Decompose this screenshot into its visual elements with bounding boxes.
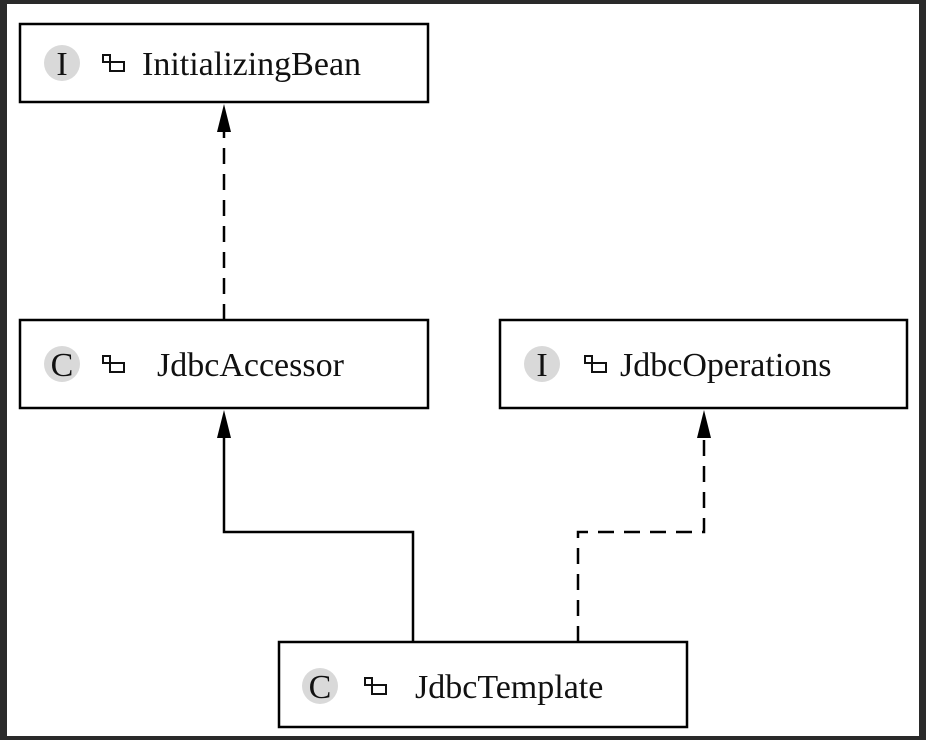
node-kind-label: C — [51, 347, 74, 384]
visibility-icon — [584, 355, 607, 373]
uml-class-diagram: I InitializingBean C JdbcAccessor I — [18, 22, 909, 729]
node-jdbctemplate[interactable]: C JdbcTemplate — [277, 640, 689, 729]
node-jdbcoperations[interactable]: I JdbcOperations — [498, 318, 909, 410]
arrowhead-icon — [217, 410, 231, 438]
node-label: InitializingBean — [142, 46, 361, 83]
visibility-icon — [102, 355, 125, 373]
node-kind-label: C — [309, 669, 332, 706]
edge-jdbctemplate-to-jdbcoperations — [576, 410, 711, 642]
interface-badge-icon — [44, 45, 80, 81]
node-box — [18, 22, 430, 104]
class-badge-icon — [44, 346, 80, 382]
node-label: JdbcOperations — [620, 347, 832, 384]
node-label: JdbcAccessor — [157, 347, 345, 384]
node-jdbcaccessor[interactable]: C JdbcAccessor — [18, 318, 430, 410]
edge-line — [576, 436, 706, 642]
diagram-canvas: I InitializingBean C JdbcAccessor I — [7, 4, 919, 736]
edge-jdbctemplate-to-jdbcaccessor — [217, 410, 415, 642]
edge-line — [222, 436, 415, 642]
edge-jdbcaccessor-to-initializingbean — [217, 104, 231, 320]
node-box — [18, 318, 430, 410]
class-badge-icon — [302, 668, 338, 704]
arrowhead-icon — [697, 410, 711, 438]
node-box — [498, 318, 909, 410]
node-kind-label: I — [56, 46, 67, 83]
node-initializingbean[interactable]: I InitializingBean — [18, 22, 430, 104]
visibility-icon — [364, 677, 387, 695]
visibility-icon — [102, 54, 125, 72]
arrowhead-icon — [217, 104, 231, 132]
node-box — [277, 640, 689, 729]
node-kind-label: I — [536, 347, 547, 384]
node-label: JdbcTemplate — [415, 669, 603, 706]
interface-badge-icon — [524, 346, 560, 382]
